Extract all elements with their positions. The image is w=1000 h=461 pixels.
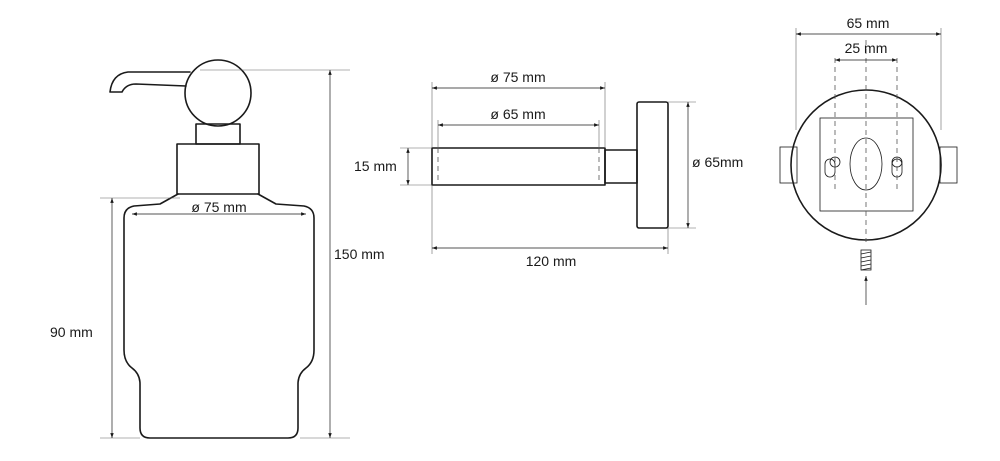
- dim-plate-width: 65 mm: [847, 15, 890, 31]
- plate-back-view: 65 mm 25 mm: [779, 15, 958, 305]
- plate-tab-left: [779, 146, 798, 184]
- pump-spout: [109, 71, 191, 93]
- wall-plate-side: [636, 101, 669, 229]
- dim-dispenser-height: 150 mm: [334, 246, 385, 262]
- dim-dispenser-width: ø 75 mm: [191, 199, 246, 215]
- dim-length: 120 mm: [526, 253, 577, 269]
- mounting-bracket: [819, 117, 914, 212]
- dim-thickness: 15 mm: [354, 158, 397, 174]
- center-hole: [849, 137, 883, 191]
- set-screw: [860, 249, 872, 271]
- screw-slot-left: [824, 156, 841, 178]
- dim-container-height: 90 mm: [50, 324, 93, 340]
- plate-tab-right: [939, 146, 958, 184]
- dim-screw-spacing: 25 mm: [845, 40, 888, 56]
- dispenser-front-view: ø 75 mm 150 mm 90 mm: [50, 59, 385, 439]
- holder-side-view: ø 75 mm ø 65 mm 15 mm ø 65mm 120 mm: [354, 69, 743, 269]
- dim-outer-diameter: ø 75 mm: [490, 69, 545, 85]
- pump-head: [184, 59, 252, 127]
- ring-section: [431, 147, 606, 186]
- dim-plate-diameter: ø 65mm: [692, 154, 743, 170]
- pump-neck: [195, 123, 241, 145]
- pump-collar: [176, 143, 260, 195]
- dim-inner-diameter: ø 65 mm: [490, 106, 545, 122]
- holder-connector: [604, 149, 638, 184]
- container-body: [123, 193, 315, 439]
